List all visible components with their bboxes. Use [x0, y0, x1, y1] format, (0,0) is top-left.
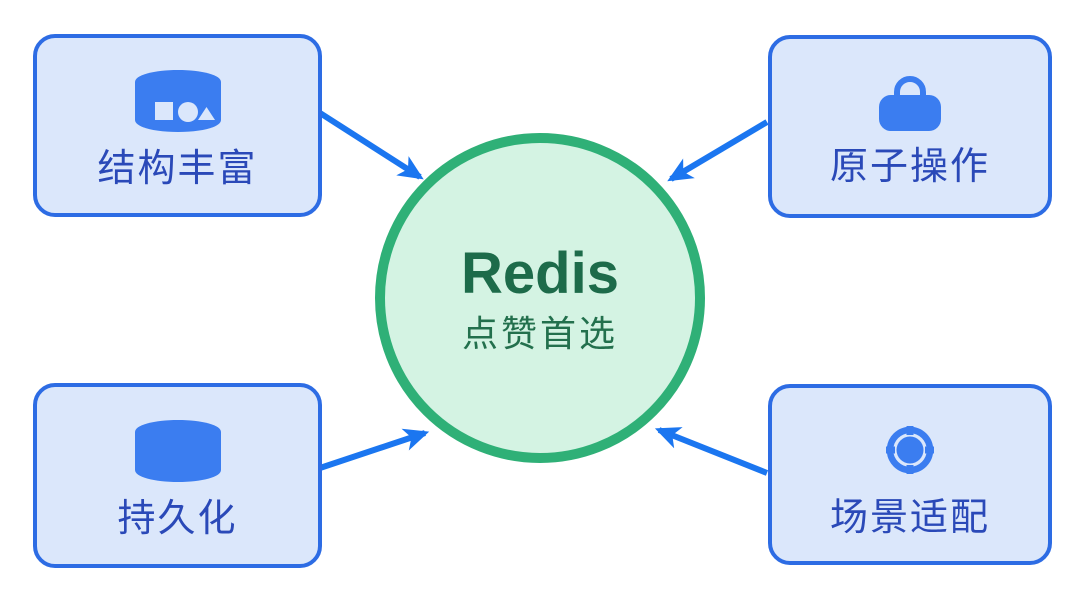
arrow-atomic-to-redis — [667, 119, 769, 182]
center-subtitle: 点赞首选 — [461, 313, 618, 355]
database-cylinder-icon — [134, 420, 221, 482]
lock-icon — [879, 76, 941, 131]
node-scenario-fit: 场景适配 — [768, 384, 1052, 565]
center-node-redis: Redis 点赞首选 — [375, 133, 705, 463]
arrow-persistence-to-redis — [319, 428, 430, 471]
arrow-structure-to-redis — [318, 110, 424, 180]
node-label: 原子操作 — [829, 146, 990, 188]
node-label: 场景适配 — [829, 497, 990, 539]
arrow-scenario-to-redis — [654, 427, 769, 476]
target-icon — [886, 426, 934, 474]
data-shapes-drum-icon — [134, 70, 221, 132]
node-label: 结构丰富 — [97, 148, 258, 190]
node-persistence: 持久化 — [33, 383, 322, 568]
node-label: 持久化 — [117, 498, 238, 540]
node-atomic-operations: 原子操作 — [768, 35, 1052, 218]
node-rich-structures: 结构丰富 — [33, 34, 322, 217]
center-title: Redis — [461, 241, 619, 307]
